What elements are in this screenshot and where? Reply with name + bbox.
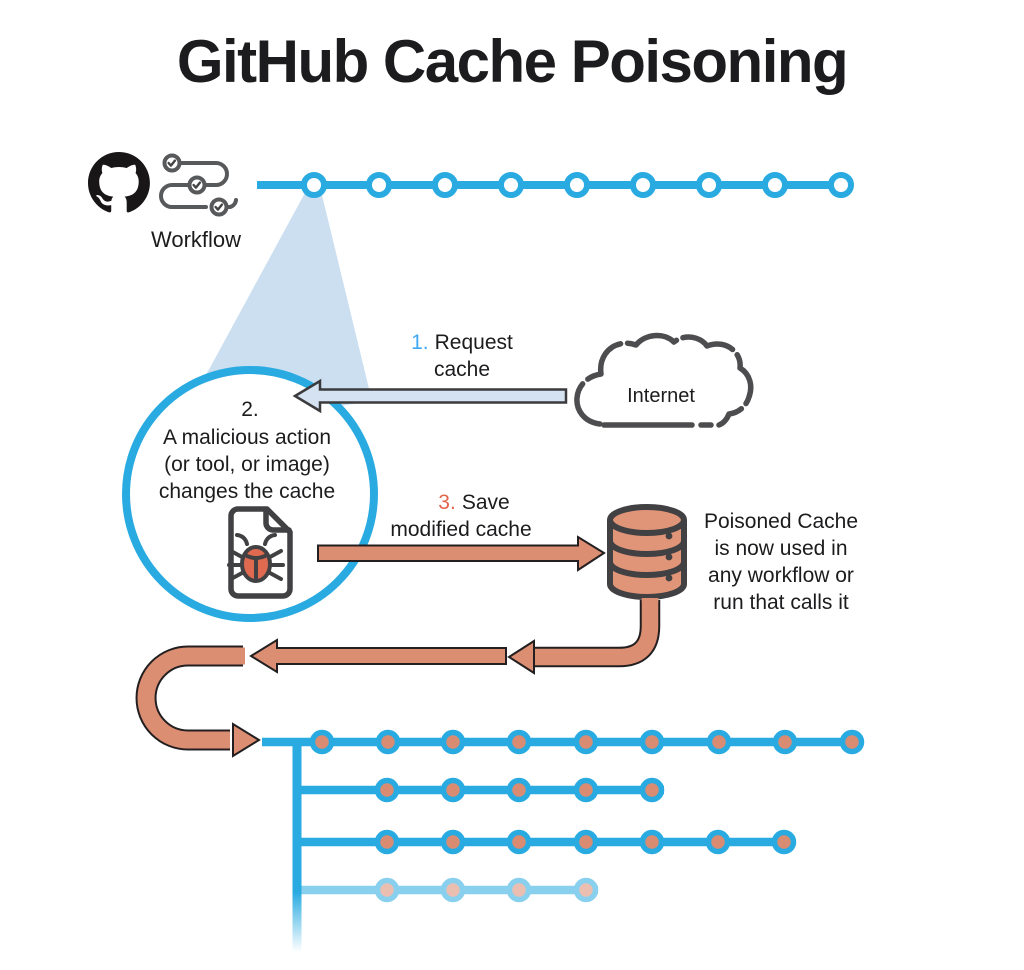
poisoned-cache-database-icon [610,507,684,597]
step3-label-line2: modified cache [390,518,531,541]
step2-label-line1: A malicious action [163,426,331,449]
internet-label: Internet [627,385,695,407]
uturn-arrow [146,648,259,757]
poisoned-node [776,733,795,752]
poisoned-node [378,881,397,900]
poisoned-note-line4: run that calls it [713,591,849,614]
poisoned-node [775,833,794,852]
poisoned-node [577,781,596,800]
poisoned-node [510,881,529,900]
workflow-node [369,175,389,195]
poisoned-node [313,733,332,752]
poisoned-note-line1: Poisoned Cache [704,510,858,533]
step1-label-line1: 1.Request [411,331,513,354]
github-logo-icon [88,152,150,212]
poisoned-workflow-row [262,733,862,752]
poisoned-node [643,781,662,800]
step2-label-line3: changes the cache [159,480,335,503]
poisoned-node [643,833,662,852]
poisoned-node [444,881,463,900]
workflow-label: Workflow [151,227,241,252]
step2-label-line2: (or tool, or image) [164,453,330,476]
poisoned-node [643,733,662,752]
step3-label-line1: 3.Save [438,491,509,514]
workflow-node [765,175,785,195]
poisoned-node [843,733,862,752]
poisoned-note-line2: is now used in [714,537,847,560]
reuse-left-arrow [251,640,506,672]
malicious-file-icon [229,509,290,596]
workflow-node [501,175,521,195]
db-downcurve-arrow [509,598,658,673]
poisoned-node [577,881,596,900]
poisoned-node [709,833,728,852]
poisoned-node [444,733,463,752]
page-title: GitHub Cache Poisoning [177,28,847,95]
workflow-timeline [257,175,851,195]
step2-number: 2. [241,398,259,421]
poisoned-node [379,733,398,752]
workflow-icon [161,156,236,215]
poisoned-node [510,733,529,752]
poisoned-workflows [262,733,862,900]
poisoned-workflow-row [293,881,598,900]
workflow-node [435,175,455,195]
poisoned-node [378,833,397,852]
poisoned-note-line3: any workflow or [708,564,854,587]
step1-label-line2: cache [434,358,490,381]
poisoned-workflow-row [293,833,794,852]
poisoned-node [710,733,729,752]
workflow-node [831,175,851,195]
workflow-node [304,175,324,195]
poisoned-node [577,733,596,752]
poisoned-node [378,781,397,800]
poisoned-node [444,781,463,800]
poisoned-node [444,833,463,852]
internet-cloud-icon [577,336,751,425]
poisoned-node [510,781,529,800]
workflow-node [633,175,653,195]
workflow-node [567,175,587,195]
poisoned-workflow-row [293,781,664,800]
poisoned-node [577,833,596,852]
workflow-node [699,175,719,195]
poisoned-node [510,833,529,852]
